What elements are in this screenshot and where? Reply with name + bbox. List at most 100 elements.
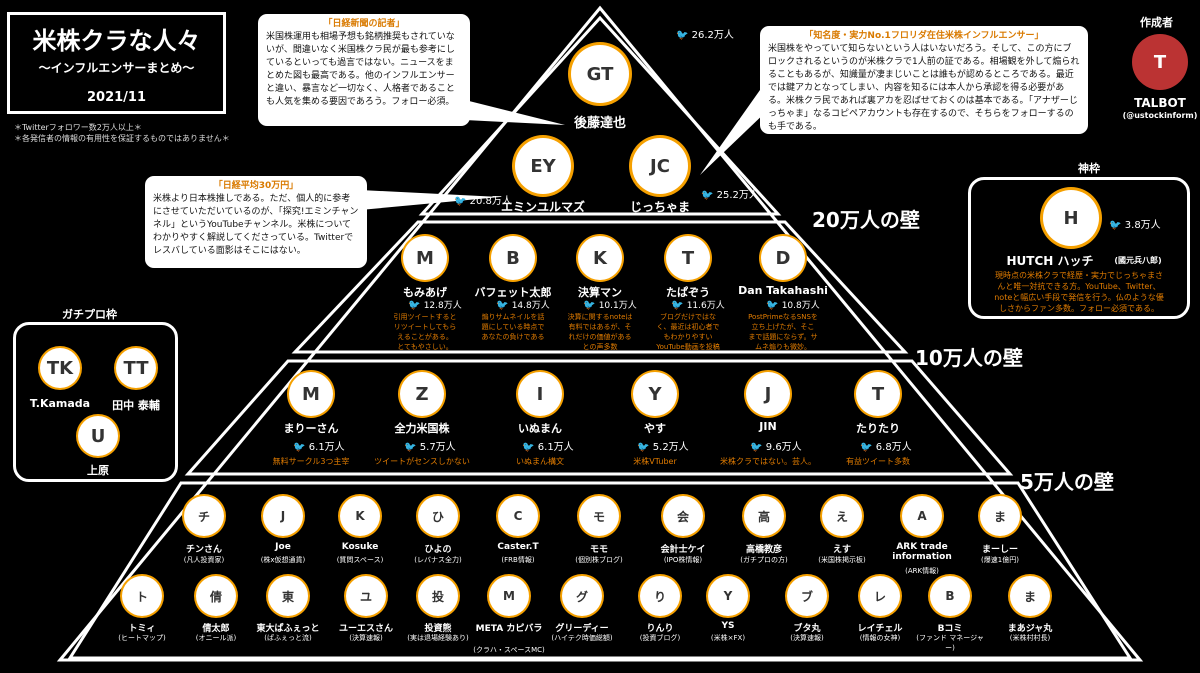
avatar[interactable]: Z: [400, 372, 444, 416]
avatar[interactable]: K: [340, 496, 380, 536]
avatar[interactable]: ト: [122, 576, 162, 616]
desc-line: まで話題にならず。サ: [748, 333, 818, 341]
avatar[interactable]: C: [498, 496, 538, 536]
desc-line: ムネ煽りも微妙。: [754, 343, 811, 351]
twitter-bird-icon: 🐦: [496, 300, 509, 311]
tier2-desc: PostPrimeなるSNSを立ち上げたが、そこまで話題にならず。サムネ煽りも微…: [748, 312, 818, 352]
avatar[interactable]: GT: [571, 45, 629, 103]
avatar[interactable]: M: [489, 576, 529, 616]
avatar[interactable]: グ: [562, 576, 602, 616]
avatar[interactable]: チ: [184, 496, 224, 536]
avatar[interactable]: 東: [268, 576, 308, 616]
tier3-desc: 米株VTuber: [633, 457, 677, 466]
tier4-name: META カピバラ: [475, 624, 543, 634]
desc-line: PostPrimeなるSNSを: [748, 313, 818, 321]
avatar[interactable]: T: [856, 372, 900, 416]
twitter-bird-icon: 🐦: [766, 300, 779, 311]
desc-line: 立ち上げたが、そこ: [751, 323, 815, 331]
tier3-frame: [184, 359, 1014, 476]
tier4-name: 高橋教彦: [745, 545, 782, 555]
count-value: 12.8万人: [423, 301, 462, 311]
avatar[interactable]: 会: [663, 496, 703, 536]
desc-line: あなたの負けである: [481, 333, 545, 341]
avatar[interactable]: モ: [579, 496, 619, 536]
tier4-sub: (米株村村長): [1009, 634, 1051, 642]
twitter-bird-icon: 🐦: [404, 442, 417, 453]
avatar[interactable]: 倩: [196, 576, 236, 616]
kami-tag: (國元兵八郎): [1114, 256, 1162, 265]
tier4-sub: (米国株掲示板): [818, 556, 866, 564]
tier3-count: 🐦9.6万人: [750, 438, 801, 453]
count-value: 14.8万人: [511, 301, 550, 311]
avatar[interactable]: り: [640, 576, 680, 616]
desc-line: ブログだけではな: [660, 313, 716, 321]
twitter-bird-icon: 🐦: [1109, 220, 1122, 231]
name-jicchama: じっちゃま: [629, 200, 691, 214]
tier4-sub: (株x仮想通貨): [260, 556, 306, 564]
avatar[interactable]: ブ: [787, 576, 827, 616]
avatar[interactable]: J: [746, 372, 790, 416]
twitter-bird-icon: 🐦: [671, 300, 684, 311]
desc-line: 引用ツイートすると: [393, 313, 457, 321]
tier4-name: まあジャ丸: [1007, 624, 1053, 634]
bubble-title: 「知名度・実力No.1フロリダ在住米株インフルエンサー」: [804, 31, 1044, 41]
tier4-name: Caster.T: [497, 542, 539, 552]
count-value: 5.7万人: [419, 442, 456, 453]
avatar[interactable]: D: [761, 236, 805, 280]
avatar[interactable]: ま: [1010, 576, 1050, 616]
avatar[interactable]: 投: [418, 576, 458, 616]
tier3-name: いぬまん: [518, 422, 562, 435]
tier2-count: 🐦14.8万人: [496, 298, 550, 311]
avatar[interactable]: ま: [980, 496, 1020, 536]
tier3-name: まりーさん: [283, 422, 339, 435]
avatar[interactable]: J: [263, 496, 303, 536]
twitter-bird-icon: 🐦: [860, 442, 873, 453]
tier4-sub: (決算速報): [790, 634, 824, 642]
avatar[interactable]: EY: [515, 138, 571, 194]
tier2-name: バフェット太郎: [474, 286, 552, 299]
avatar[interactable]: K: [578, 236, 622, 280]
avatar[interactable]: レ: [860, 576, 900, 616]
avatar[interactable]: B: [930, 576, 970, 616]
count-value: 6.8万人: [875, 442, 912, 453]
avatar[interactable]: M: [403, 236, 447, 280]
tier4-frame: [67, 481, 1133, 660]
bubble-body: 米国株運用も相場予想も銘柄推奨もされていないが、間違いなく米国株クラ民が最も参考…: [266, 32, 455, 107]
tier3-name: 全力米国株: [394, 422, 450, 435]
avatar[interactable]: T: [666, 236, 710, 280]
desc-line: 有料ではあるが、そ: [568, 323, 632, 331]
tier3-name: やす: [644, 422, 666, 435]
avatar[interactable]: Y: [633, 372, 677, 416]
tier3-name: たりたり: [856, 422, 900, 435]
avatar[interactable]: TK: [40, 348, 80, 388]
avatar[interactable]: U: [78, 416, 118, 456]
tier3-desc: 米株クラではない。芸人。: [720, 457, 816, 466]
desc-line: えることがある。: [397, 333, 453, 341]
avatar[interactable]: ユ: [346, 576, 386, 616]
avatar[interactable]: JC: [632, 138, 688, 194]
avatar[interactable]: M: [289, 372, 333, 416]
desc-line: 決算に関するnoteは: [567, 313, 633, 321]
avatar[interactable]: え: [822, 496, 862, 536]
avatar[interactable]: B: [491, 236, 535, 280]
tier4-name: Bコミ: [937, 624, 963, 634]
count-value: 5.2万人: [652, 442, 689, 453]
avatar[interactable]: 高: [744, 496, 784, 536]
wall-5: 5万人の壁: [1020, 470, 1114, 494]
tier4-name: ユーエスさん: [338, 624, 393, 634]
twitter-bird-icon: 🐦: [408, 300, 421, 311]
avatar[interactable]: Y: [708, 576, 748, 616]
desc-line: とてもやさしい。: [397, 343, 453, 351]
avatar[interactable]: TT: [116, 348, 156, 388]
tier4-name: ブタ丸: [793, 624, 821, 634]
tier3-count: 🐦6.1万人: [293, 438, 344, 453]
avatar[interactable]: I: [518, 372, 562, 416]
tier2-count: 🐦11.6万人: [671, 298, 725, 311]
twitter-bird-icon: 🐦: [637, 442, 650, 453]
avatar[interactable]: ひ: [418, 496, 458, 536]
avatar[interactable]: A: [902, 496, 942, 536]
tier4-name: チンさん: [185, 545, 222, 555]
avatar[interactable]: H: [1043, 190, 1099, 246]
avatar[interactable]: T: [1132, 34, 1188, 90]
